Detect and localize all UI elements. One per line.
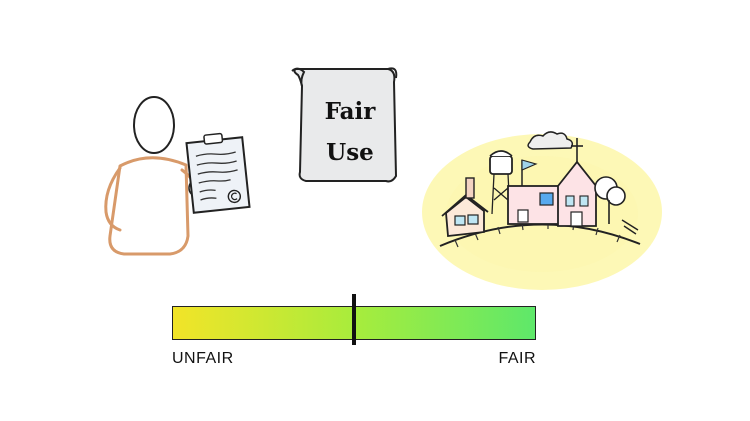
meter-label-unfair: UNFAIR <box>172 350 234 367</box>
meter-marker <box>352 294 356 345</box>
copyright-document-icon <box>185 132 251 214</box>
person-holding-document-icon <box>104 96 200 256</box>
scroll-title-line1: Fair <box>324 98 376 125</box>
scroll-icon <box>291 67 398 183</box>
meter-label-fair: FAIR <box>498 350 536 367</box>
fairness-meter <box>172 294 536 345</box>
scroll-title-line2: Use <box>326 139 374 166</box>
town-illustration-icon <box>422 131 662 290</box>
